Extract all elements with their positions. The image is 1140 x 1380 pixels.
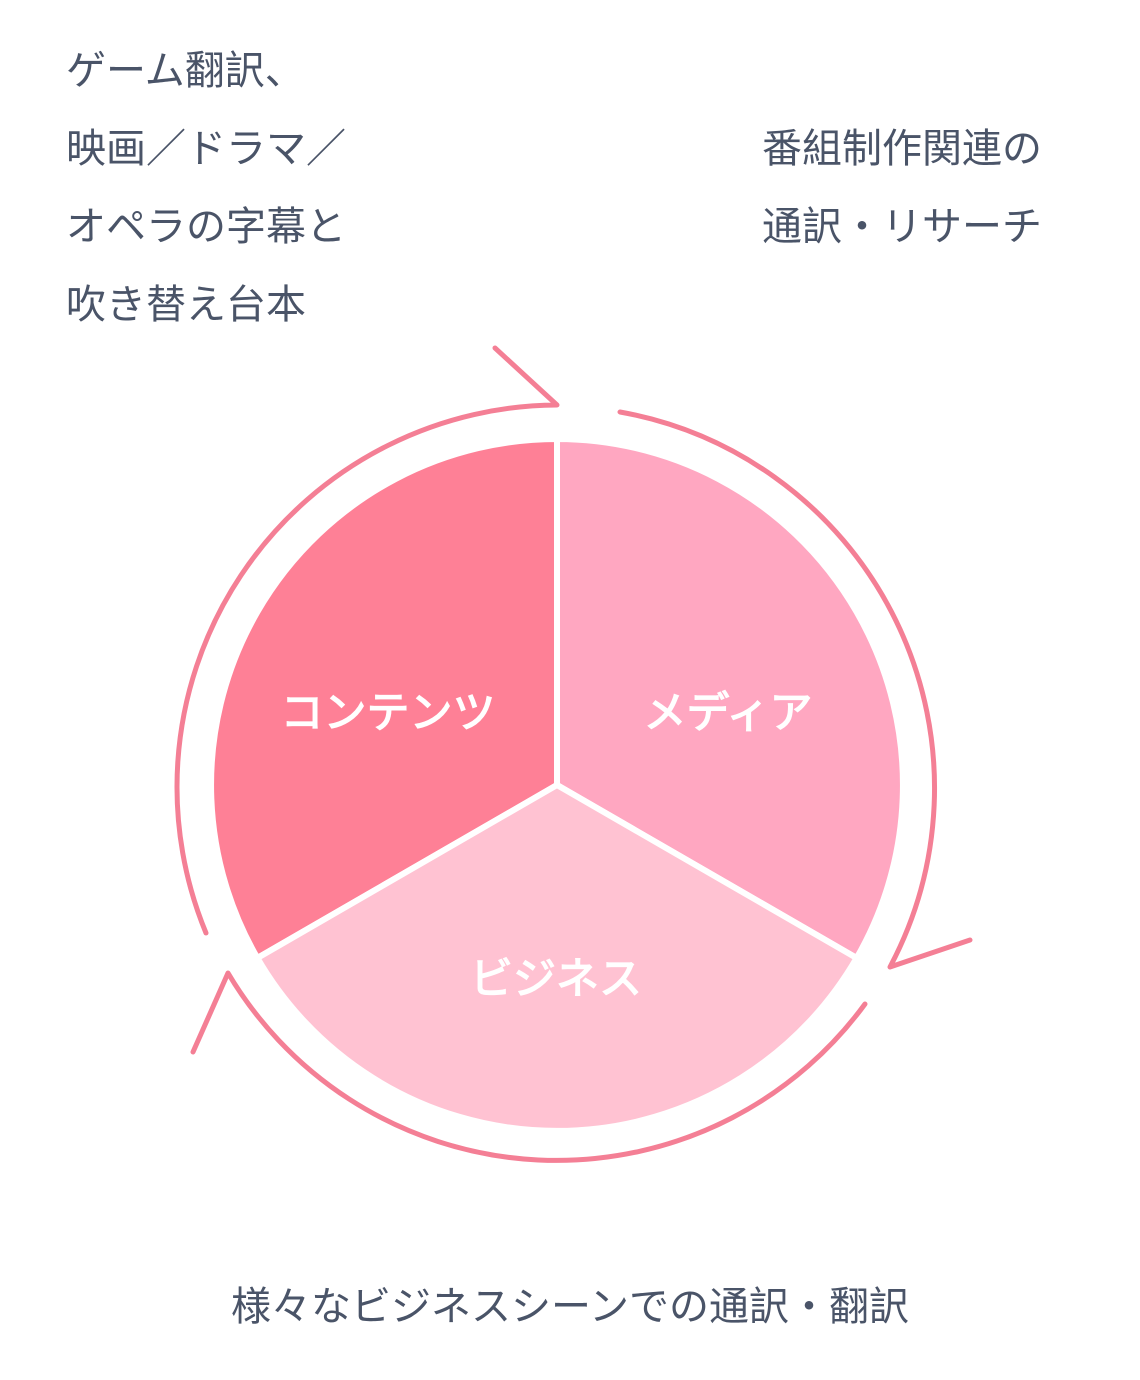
contents-caption-line: 吹き替え台本: [66, 282, 306, 328]
business-caption: 様々なビジネスシーンでの通訳・翻訳: [231, 1284, 909, 1330]
segment-contents: [208, 436, 560, 961]
contents-caption-line: 映画／ドラマ／: [66, 126, 346, 172]
segment-label-media: メディア: [644, 689, 813, 739]
segment-label-contents: コンテンツ: [281, 689, 496, 739]
cycle-arrows: [174, 345, 973, 1163]
arrow-arc-bottom: [190, 970, 868, 1163]
arrow-arc-left: [174, 345, 560, 936]
contents-caption: ゲーム翻訳、 映画／ドラマ／ オペラの字幕と 吹き替え台本: [66, 32, 346, 344]
media-caption-line: 通訳・リサーチ: [762, 204, 1042, 250]
media-caption-line: 番組制作関連の: [762, 126, 1042, 172]
media-caption: 番組制作関連の 通訳・リサーチ: [762, 110, 1042, 266]
segment-media: [554, 436, 906, 961]
contents-caption-line: ゲーム翻訳、: [66, 48, 305, 94]
contents-caption-line: オペラの字幕と: [66, 204, 346, 250]
segment-label-business: ビジネス: [470, 955, 642, 1005]
arrow-arc-top-right: [617, 409, 973, 970]
segment-business: [254, 782, 860, 1134]
